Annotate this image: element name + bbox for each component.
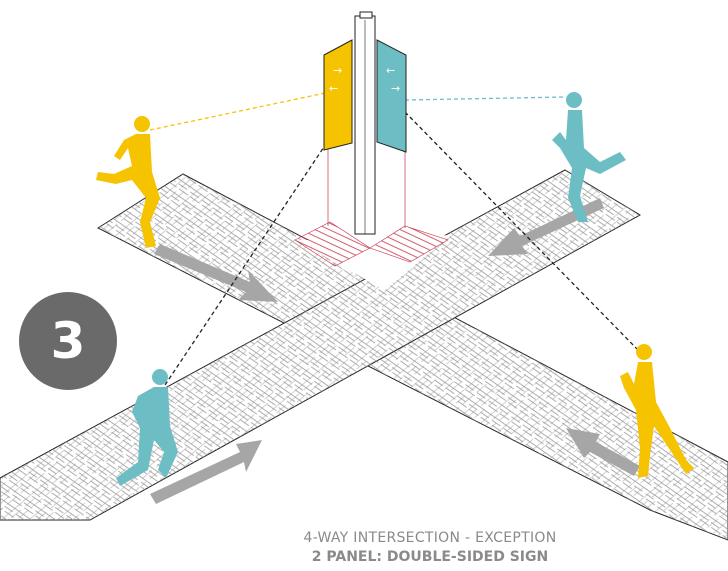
sign-base-zone bbox=[294, 148, 450, 290]
double-sided-sign: → ← ← → bbox=[323, 11, 407, 235]
arrow-upper-left bbox=[154, 244, 278, 302]
step-number: 3 bbox=[50, 312, 86, 370]
pedestrian-lower-right bbox=[620, 344, 694, 478]
panel-arrow-teal-1: ← bbox=[386, 64, 395, 77]
panel-arrow-teal-2: → bbox=[391, 82, 400, 95]
step-number-badge: 3 bbox=[19, 292, 117, 390]
caption-subtitle: 2 PANEL: DOUBLE-SIDED SIGN bbox=[311, 549, 549, 565]
sign-panel-teal bbox=[376, 39, 407, 153]
pedestrian-upper-right bbox=[552, 92, 626, 222]
pedestrian-upper-left bbox=[96, 116, 160, 248]
sign-panel-yellow bbox=[323, 39, 353, 151]
sight-lines bbox=[149, 91, 639, 386]
panel-arrow-yellow-1: → bbox=[333, 64, 342, 77]
walkway-nw-se bbox=[96, 173, 728, 541]
panel-arrow-yellow-2: ← bbox=[329, 82, 338, 95]
arrow-lower-left bbox=[150, 440, 262, 504]
arrow-lower-right bbox=[566, 428, 640, 476]
caption-title: 4-WAY INTERSECTION - EXCEPTION bbox=[303, 530, 557, 546]
pedestrian-lower-left bbox=[116, 369, 178, 486]
